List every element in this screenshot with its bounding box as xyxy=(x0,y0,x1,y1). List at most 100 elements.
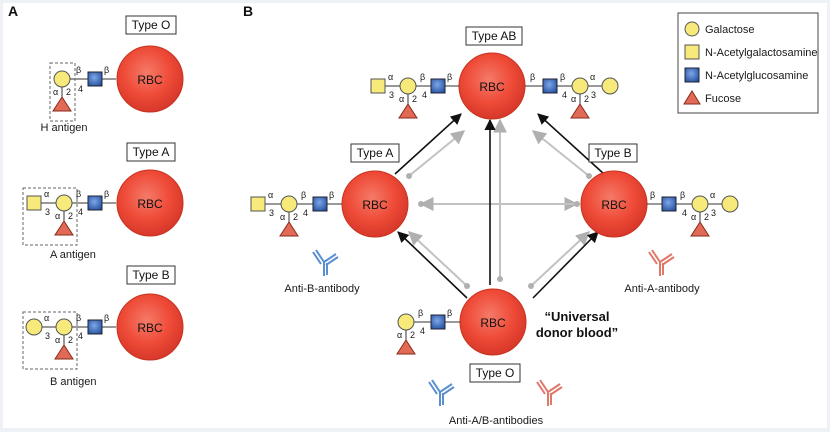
anti-ab-antibodies-label: Anti-A/B-antibodies xyxy=(449,415,544,427)
galactose-icon xyxy=(684,21,700,37)
svg-text:α: α xyxy=(44,189,49,199)
svg-text:β: β xyxy=(447,308,452,318)
legend: Galactose N-Acetylgalactosamine N-Acetyl… xyxy=(677,12,819,114)
svg-text:β: β xyxy=(301,190,306,200)
svg-text:β: β xyxy=(76,189,81,199)
fucose-icon xyxy=(690,221,710,237)
galactose-icon xyxy=(55,318,73,336)
rbc-cell xyxy=(116,45,184,113)
svg-text:4: 4 xyxy=(78,207,83,217)
svg-text:β: β xyxy=(530,72,535,82)
anti-b-antibody-icon xyxy=(312,249,339,276)
anti-b-antibody-label: Anti-B-antibody xyxy=(284,283,360,295)
type-ab-label: Type AB xyxy=(472,29,517,43)
svg-text:2: 2 xyxy=(410,330,415,340)
svg-text:β: β xyxy=(418,308,423,318)
svg-text:2: 2 xyxy=(68,211,73,221)
svg-text:α: α xyxy=(44,313,49,323)
svg-text:α: α xyxy=(710,190,715,200)
svg-text:3: 3 xyxy=(389,90,394,100)
glcnac-icon xyxy=(661,196,677,212)
rbc-cell xyxy=(116,169,184,237)
glcnac-icon xyxy=(87,319,103,335)
type-o-box xyxy=(469,363,521,383)
svg-text:β: β xyxy=(447,72,452,82)
legend-item-galnac: N-Acetylgalactosamine xyxy=(705,47,818,59)
type-o-label: Type O xyxy=(476,366,515,380)
svg-text:β: β xyxy=(104,189,109,199)
svg-text:4: 4 xyxy=(682,208,687,218)
glcnac-icon xyxy=(430,78,446,94)
glcnac-icon xyxy=(312,196,328,212)
fucose-icon xyxy=(54,344,74,360)
svg-text:3: 3 xyxy=(45,331,50,341)
svg-text:3: 3 xyxy=(269,208,274,218)
svg-text:α: α xyxy=(590,72,595,82)
svg-text:α: α xyxy=(388,72,393,82)
glcnac-icon xyxy=(542,78,558,94)
galactose-icon xyxy=(280,195,298,213)
svg-text:β: β xyxy=(104,313,109,323)
svg-text:α: α xyxy=(53,87,58,97)
node-type-a: Type A RBC α 3 β 4 β α 2 xyxy=(250,143,409,238)
svg-text:2: 2 xyxy=(66,87,71,97)
svg-text:α: α xyxy=(55,335,60,345)
b-antigen-outline xyxy=(22,311,78,370)
galactose-icon xyxy=(721,195,739,213)
type-a-box xyxy=(350,143,400,163)
gray-connectors xyxy=(407,118,591,287)
fucose-icon xyxy=(54,220,74,236)
svg-text:4: 4 xyxy=(422,90,427,100)
svg-text:2: 2 xyxy=(584,94,589,104)
legend-item-galactose: Galactose xyxy=(705,24,755,36)
legend-item-fucose: Fucose xyxy=(705,93,741,105)
rbc-label: RBC xyxy=(137,73,163,87)
svg-text:α: α xyxy=(399,94,404,104)
type-b-box xyxy=(588,143,638,163)
svg-text:α: α xyxy=(397,330,402,340)
glcnac-icon xyxy=(684,67,700,83)
a-antigen-label: A antigen xyxy=(50,249,96,261)
type-a-label: Type A xyxy=(357,146,394,160)
svg-text:α: α xyxy=(571,94,576,104)
node-type-o: RBC β 4 β α 2 Type O “Universal donor bl… xyxy=(396,288,618,383)
svg-text:α: α xyxy=(280,212,285,222)
anti-b-antibody-icon xyxy=(428,379,455,406)
rbc-label: RBC xyxy=(137,321,163,335)
svg-text:β: β xyxy=(680,190,685,200)
galactose-icon xyxy=(25,318,43,336)
svg-text:β: β xyxy=(76,65,81,75)
galactose-icon xyxy=(571,77,589,95)
svg-text:α: α xyxy=(691,212,696,222)
b-antigen-label: B antigen xyxy=(50,376,96,388)
type-b-label: Type B xyxy=(594,146,631,160)
anti-a-antibody-icon xyxy=(648,249,675,276)
type-a-label: Type A xyxy=(133,145,170,159)
rbc-label: RBC xyxy=(362,198,388,212)
node-type-b: Type B RBC β β 4 α 3 α 2 xyxy=(580,143,739,238)
universal-donor-line2: donor blood” xyxy=(536,325,618,340)
fucose-icon xyxy=(396,339,416,355)
type-a-box xyxy=(126,142,176,162)
h-antigen-label: H antigen xyxy=(40,122,87,134)
galnac-icon xyxy=(26,195,42,211)
svg-text:β: β xyxy=(329,190,334,200)
panel-label-b: B xyxy=(243,3,253,19)
svg-text:3: 3 xyxy=(591,90,596,100)
panel-label-a: A xyxy=(8,3,18,19)
universal-donor-line1: “Universal xyxy=(544,309,609,324)
svg-text:β: β xyxy=(104,65,109,75)
anti-a-antibody-icon xyxy=(536,379,563,406)
type-b-label: Type B xyxy=(132,268,169,282)
svg-text:4: 4 xyxy=(303,208,308,218)
fucose-icon xyxy=(398,103,418,119)
type-o-box xyxy=(125,15,177,35)
svg-text:2: 2 xyxy=(68,335,73,345)
svg-text:3: 3 xyxy=(45,207,50,217)
galactose-icon xyxy=(691,195,709,213)
type-o-label: Type O xyxy=(132,18,171,32)
svg-text:2: 2 xyxy=(412,94,417,104)
legend-item-glcnac: N-Acetylglucosamine xyxy=(705,70,808,82)
